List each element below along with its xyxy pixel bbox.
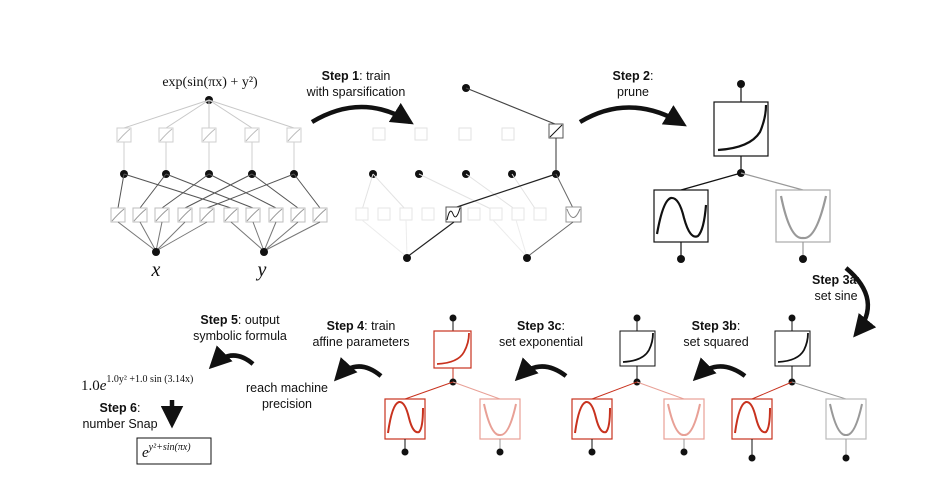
svg-text:Step 1: train: Step 1: train — [322, 69, 391, 83]
step3c-arrow — [514, 357, 568, 382]
final-formula: ey²+sin(πx) — [136, 437, 212, 465]
step4-label: Step 4: train affine parameters — [312, 319, 409, 349]
svg-text:number Snap: number Snap — [82, 417, 157, 431]
svg-text:affine parameters: affine parameters — [312, 335, 409, 349]
svg-text:ey²+sin(πx): ey²+sin(πx) — [142, 442, 191, 461]
svg-text:precision: precision — [262, 397, 312, 411]
svg-text:Step 4: train: Step 4: train — [327, 319, 396, 333]
network-set-squared — [571, 314, 705, 456]
step3b-label: Step 3b: set squared — [683, 319, 748, 349]
step3c-label: Step 3c: set exponential — [499, 319, 583, 349]
output-formula: 1.0e1.0y² +1.0 sin (3.14x) — [81, 374, 193, 394]
step6-label: Step 6: number Snap — [82, 401, 157, 431]
target-formula: exp(sin(πx) + y²) — [162, 75, 258, 90]
step2-label: Step 2: prune — [613, 69, 654, 99]
input-label-x: x — [151, 259, 161, 281]
svg-text:Step 3c:: Step 3c: — [517, 319, 565, 333]
svg-text:prune: prune — [617, 85, 649, 99]
step3a-arrow — [844, 266, 877, 338]
sparsified-network — [355, 84, 582, 262]
svg-text:1.0e1.0y² +1.0 sin (3.14x): 1.0e1.0y² +1.0 sin (3.14x) — [81, 374, 193, 394]
svg-text:Step 3b:: Step 3b: — [692, 319, 741, 333]
step3b-arrow — [692, 357, 747, 382]
step4-arrow — [333, 357, 383, 382]
svg-text:reach machine: reach machine — [246, 381, 328, 395]
svg-text:Step 5: output: Step 5: output — [200, 313, 280, 327]
pruned-network — [653, 80, 831, 263]
initial-network: exp(sin(πx) + y²) — [110, 75, 328, 281]
step3a-label: Step 3a: set sine — [812, 273, 860, 303]
svg-text:Step 6:: Step 6: — [100, 401, 141, 415]
input-label-y: y — [256, 259, 267, 281]
step5-arrow — [208, 345, 255, 370]
step1-arrow — [310, 102, 414, 125]
activation-boxes-bottom — [110, 207, 328, 223]
network-set-exponential — [384, 314, 521, 456]
step4-note: reach machine precision — [246, 381, 328, 411]
svg-text:Step 2:: Step 2: — [613, 69, 654, 83]
step2-arrow — [578, 105, 687, 127]
svg-text:with sparsification: with sparsification — [306, 85, 406, 99]
step1-label: Step 1: train with sparsification — [306, 69, 406, 99]
input-node-x — [152, 248, 160, 256]
svg-text:set sine: set sine — [814, 289, 857, 303]
svg-text:set squared: set squared — [683, 335, 748, 349]
svg-text:set exponential: set exponential — [499, 335, 583, 349]
step5-label: Step 5: output symbolic formula — [193, 313, 287, 343]
input-node-y — [260, 248, 268, 256]
network-set-sine — [731, 314, 867, 462]
svg-text:symbolic formula: symbolic formula — [193, 329, 287, 343]
